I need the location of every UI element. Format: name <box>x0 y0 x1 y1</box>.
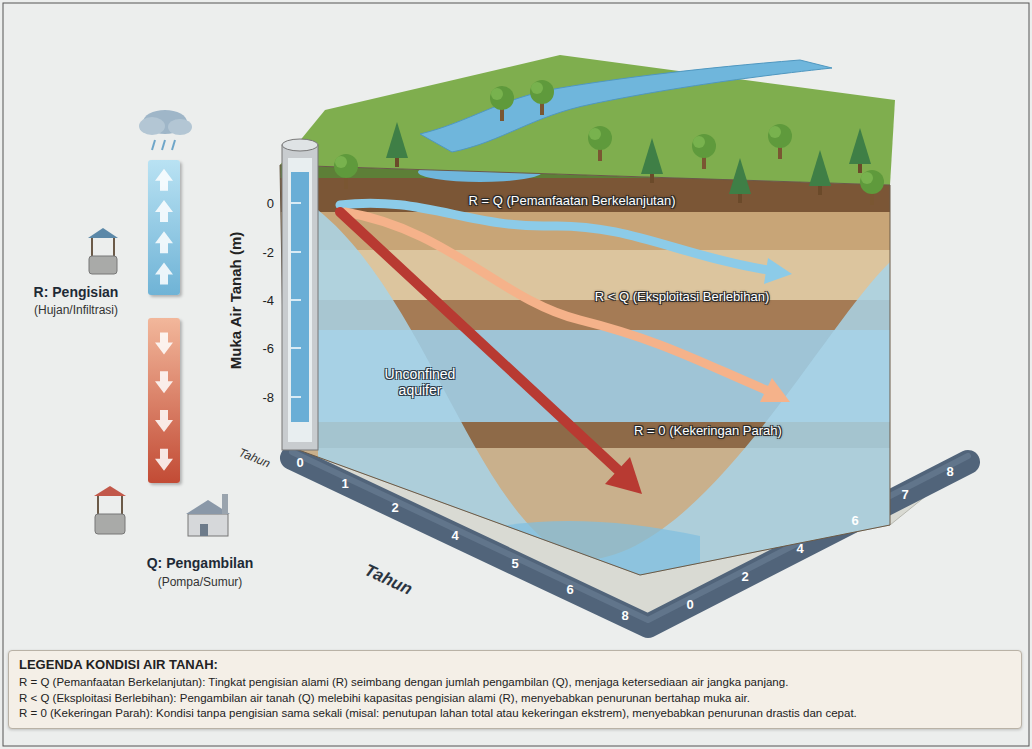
well-icon <box>88 228 118 274</box>
depth-value: -6 <box>262 341 274 356</box>
year-tick: 6 <box>566 582 573 597</box>
flow-arrow <box>155 262 173 284</box>
flow-arrow <box>155 231 173 253</box>
year-tick: 2 <box>741 569 748 584</box>
column-subtitle: (Pompa/Sumur) <box>130 575 270 589</box>
axis-title: Muka Air Tanah (m) <box>227 231 244 369</box>
frame <box>3 3 1029 746</box>
column-arrows <box>148 160 180 295</box>
legend-box: LEGENDA KONDISI AIR TANAH: R = Q (Pemanfa… <box>8 650 1022 729</box>
condition-label: R = Q (Pemanfaatan Berkelanjutan) <box>468 193 675 208</box>
recharge-column: R: Pengisian(Hujan/Infiltrasi) <box>148 160 180 295</box>
legend-text: R = 0 (Kekeringan Parah): Kondisi tanpa … <box>19 707 857 719</box>
column-arrows <box>148 318 180 483</box>
year-tick: 4 <box>451 528 458 543</box>
year-tick: 2 <box>391 500 398 515</box>
flow-arrow <box>155 332 173 354</box>
well-icon <box>94 486 126 534</box>
year-tick: 7 <box>901 487 908 502</box>
legend-entry: R < Q (Eksploitasi Berlebihan): Pengambi… <box>19 691 1011 707</box>
cloud-icon <box>139 110 192 150</box>
aquifer-label: Unconfined aquifer <box>372 366 468 398</box>
year-tick: 0 <box>296 455 303 470</box>
column-subtitle: (Hujan/Infiltrasi) <box>20 303 132 317</box>
year-tick: 6 <box>851 513 858 528</box>
soil-layers <box>270 160 900 588</box>
flow-arrow <box>155 200 173 222</box>
flow-arrow <box>155 410 173 432</box>
axis-title: Tahun <box>236 445 272 470</box>
axis-title: Tahun <box>361 560 415 599</box>
legend-heading: LEGENDA KONDISI AIR TANAH: <box>19 657 1011 672</box>
legend-text: R < Q (Eksploitasi Berlebihan): Pengambi… <box>19 692 750 704</box>
condition-arrows <box>340 203 792 494</box>
factory-icon <box>186 494 230 536</box>
year-tick: 0 <box>686 597 693 612</box>
withdrawal-column: Q: Pengambilan(Pompa/Sumur) <box>148 318 180 483</box>
year-tick: 8 <box>621 608 628 623</box>
condition-label: R < Q (Eksploitasi Berlebihan) <box>595 289 770 304</box>
column-title: R: Pengisian <box>20 284 132 300</box>
observation-well <box>282 139 318 450</box>
condition-label: R = 0 (Kekeringan Parah) <box>634 423 782 438</box>
year-tick: 5 <box>511 556 518 571</box>
legend-entry: R = 0 (Kekeringan Parah): Kondisi tanpa … <box>19 706 1011 722</box>
year-tick: 1 <box>341 476 348 491</box>
depth-value: -4 <box>262 293 274 308</box>
ground-surface <box>280 55 895 185</box>
flow-arrow <box>155 449 173 471</box>
year-tick: 8 <box>946 464 953 479</box>
flow-arrow <box>155 169 173 191</box>
legend-text: R = Q (Pemanfaatan Berkelanjutan): Tingk… <box>19 676 788 688</box>
year-tick: 4 <box>796 541 803 556</box>
flow-arrow <box>155 371 173 393</box>
trees <box>334 80 884 205</box>
depth-value: -8 <box>262 390 274 405</box>
depth-value: -2 <box>262 245 274 260</box>
column-title: Q: Pengambilan <box>130 555 270 571</box>
legend-entry: R = Q (Pemanfaatan Berkelanjutan): Tingk… <box>19 675 1011 691</box>
depth-value: 0 <box>267 196 274 211</box>
